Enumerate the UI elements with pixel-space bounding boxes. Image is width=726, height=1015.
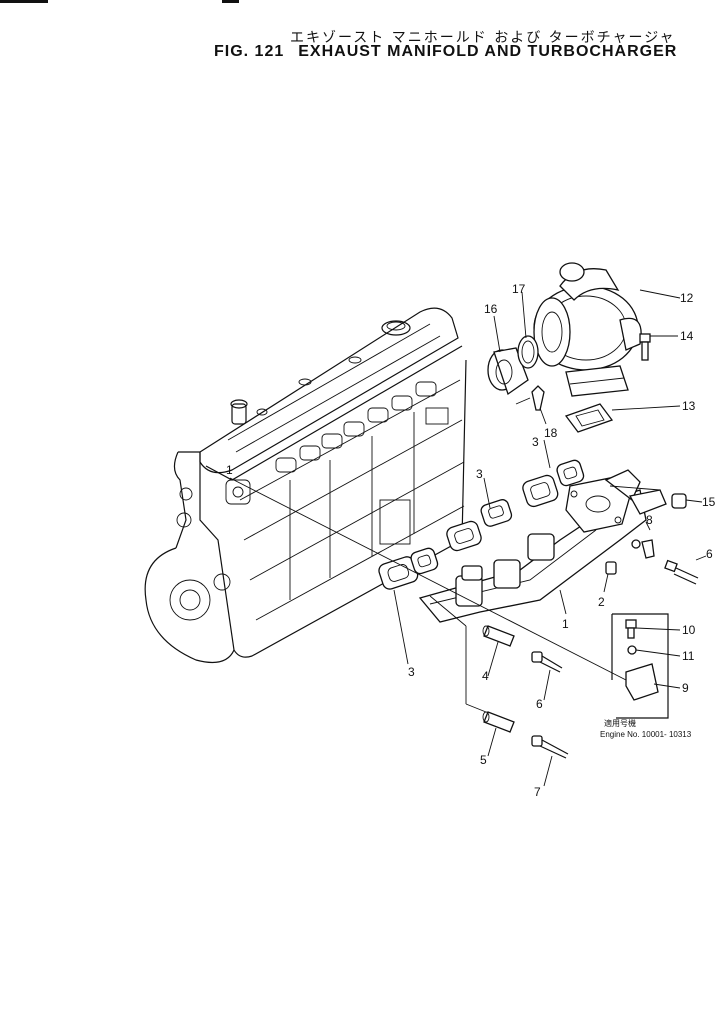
- washer-8: [631, 539, 655, 559]
- bolt-6-lower: [531, 651, 563, 673]
- callout-18: 18: [544, 426, 558, 440]
- manifold-gaskets: [378, 459, 585, 590]
- callout-16: 16: [484, 302, 498, 316]
- callout-1-engine: 1: [226, 463, 233, 477]
- callout-9: 9: [682, 681, 689, 695]
- callout-14: 14: [680, 329, 694, 343]
- callout-11: 11: [682, 649, 695, 663]
- callout-5: 5: [480, 753, 487, 767]
- turbocharger: [533, 262, 642, 397]
- figure-title-text: EXHAUST MANIFOLD AND TURBOCHARGER: [298, 43, 678, 60]
- sleeve-4: [482, 625, 515, 647]
- bolt-14: [639, 333, 651, 361]
- top-rule-left: [0, 0, 48, 3]
- sleeve-5: [482, 711, 515, 733]
- callout-4: 4: [482, 669, 489, 683]
- callout-12: 12: [680, 291, 694, 305]
- callout-labels: 1 2 3 3 3 1 4 5 6 6 7 8 9 10 11 12 13 14…: [226, 282, 716, 799]
- callout-17: 17: [512, 282, 526, 296]
- callout-13: 13: [682, 399, 696, 413]
- engine-note-serial: Engine No. 10001- 10313: [600, 730, 692, 739]
- callout-7: 7: [534, 785, 541, 799]
- leader-lines: [229, 289, 707, 787]
- figure-title: FIG. 121 EXHAUST MANIFOLD AND TURBOCHARGE…: [214, 43, 691, 61]
- bolt-18: [531, 385, 545, 411]
- turbo-flange-gasket: [564, 403, 614, 433]
- nut-15: [671, 493, 687, 509]
- washer-11: [627, 645, 637, 655]
- figure-number: FIG. 121: [214, 43, 285, 60]
- callout-6-lower: 6: [536, 697, 543, 711]
- callout-2: 2: [598, 595, 605, 609]
- callout-1: 1: [562, 617, 569, 631]
- callout-3-bottom: 3: [408, 665, 415, 679]
- callout-10: 10: [682, 623, 696, 637]
- title-japanese: エキゾースト マニホールド および ターボチャージャ: [290, 30, 676, 46]
- exhaust-manifold: [418, 469, 667, 623]
- callout-3-mid: 3: [476, 467, 483, 481]
- engine-note-japanese: 適用号機: [604, 718, 636, 728]
- nut-2: [605, 561, 617, 575]
- seal-ring: [517, 335, 539, 369]
- inset-box: [611, 613, 669, 719]
- engine-number-note: 適用号機 Engine No. 10001- 10313: [600, 718, 692, 739]
- bolt-10: [625, 619, 637, 639]
- engine-block: [144, 307, 467, 663]
- bolt-7: [531, 735, 569, 759]
- bracket-9: [625, 663, 659, 701]
- bolt-6-upper: [664, 559, 699, 585]
- callout-3-top: 3: [532, 435, 539, 449]
- top-rule-center: [222, 0, 239, 3]
- callout-8: 8: [646, 513, 653, 527]
- callout-15: 15: [702, 495, 716, 509]
- callout-6-upper: 6: [706, 547, 713, 561]
